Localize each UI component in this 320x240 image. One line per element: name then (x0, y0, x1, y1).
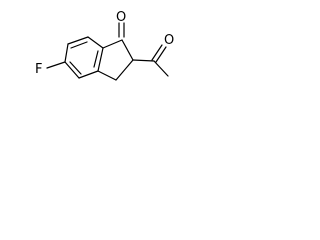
ring-bond-c7-c6 (67, 36, 89, 45)
ring-bond-c5-c4 (64, 61, 80, 79)
molecule-structure: O O F (35, 10, 174, 81)
ring-bond-c5-c4-inner (69, 61, 82, 75)
ring-bond-c7a-c7 (87, 36, 104, 49)
ring-bond-c4-c3a (78, 70, 99, 79)
cyclopentanone-ring (97, 39, 134, 81)
acetyl-double-bond-left (151, 44, 163, 61)
acetyl-methyl-bond (153, 60, 169, 77)
acetyl-double-bond-right (155, 46, 167, 63)
ring-bond-c1-c2 (121, 39, 134, 61)
benzene-ring (64, 36, 104, 79)
fluorine-label: F (35, 62, 42, 77)
ring-bond-c7-c6-inner (70, 41, 88, 49)
ketone-group (118, 22, 125, 38)
ring-bond-c2-c3 (115, 59, 134, 81)
ring-bond-c3a-c7a (97, 47, 104, 72)
ring-bond-c7a-c1 (102, 39, 123, 49)
ring-bond-c6-c5 (64, 43, 69, 63)
ring-bond-c3a-c7a-inner (93, 50, 99, 68)
acetyl-oxygen-label: O (164, 33, 174, 48)
fluoro-substituent (46, 61, 66, 69)
fluoro-bond (46, 61, 66, 69)
acetyl-group (132, 44, 169, 77)
ring-bond-c3-c3a (97, 70, 117, 81)
acetyl-bond-c2-carbonyl (132, 59, 155, 62)
ketone-oxygen-label: O (116, 10, 126, 25)
